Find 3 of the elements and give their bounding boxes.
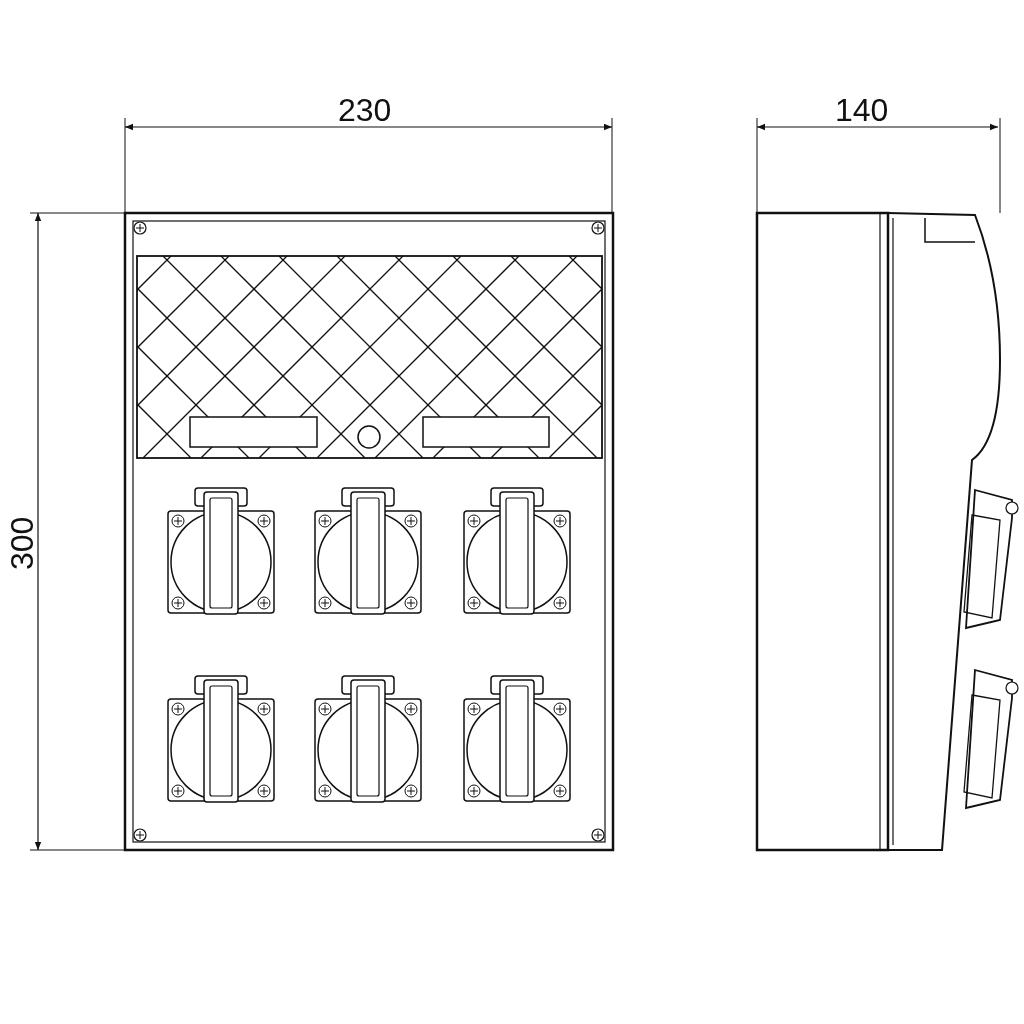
dimension-label: 140 (835, 94, 889, 126)
dimension-label: 300 (6, 516, 38, 570)
dimension-label: 230 (338, 94, 392, 126)
